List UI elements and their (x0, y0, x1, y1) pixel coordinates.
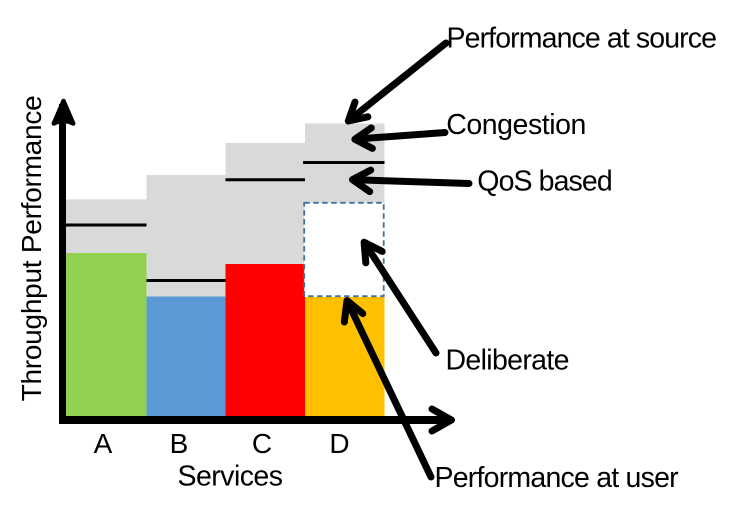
svg-text:Congestion: Congestion (446, 109, 586, 141)
svg-text:C: C (252, 428, 272, 459)
svg-text:Deliberate: Deliberate (446, 344, 569, 376)
svg-text:QoS based: QoS based (477, 166, 612, 198)
svg-text:Services: Services (178, 461, 283, 493)
svg-text:A: A (94, 428, 113, 459)
svg-text:D: D (329, 428, 349, 459)
svg-text:B: B (170, 428, 189, 459)
svg-text:Throughput Performance: Throughput Performance (16, 96, 47, 402)
svg-text:Performance at user: Performance at user (435, 462, 680, 494)
svg-text:Performance at source: Performance at source (447, 23, 717, 55)
